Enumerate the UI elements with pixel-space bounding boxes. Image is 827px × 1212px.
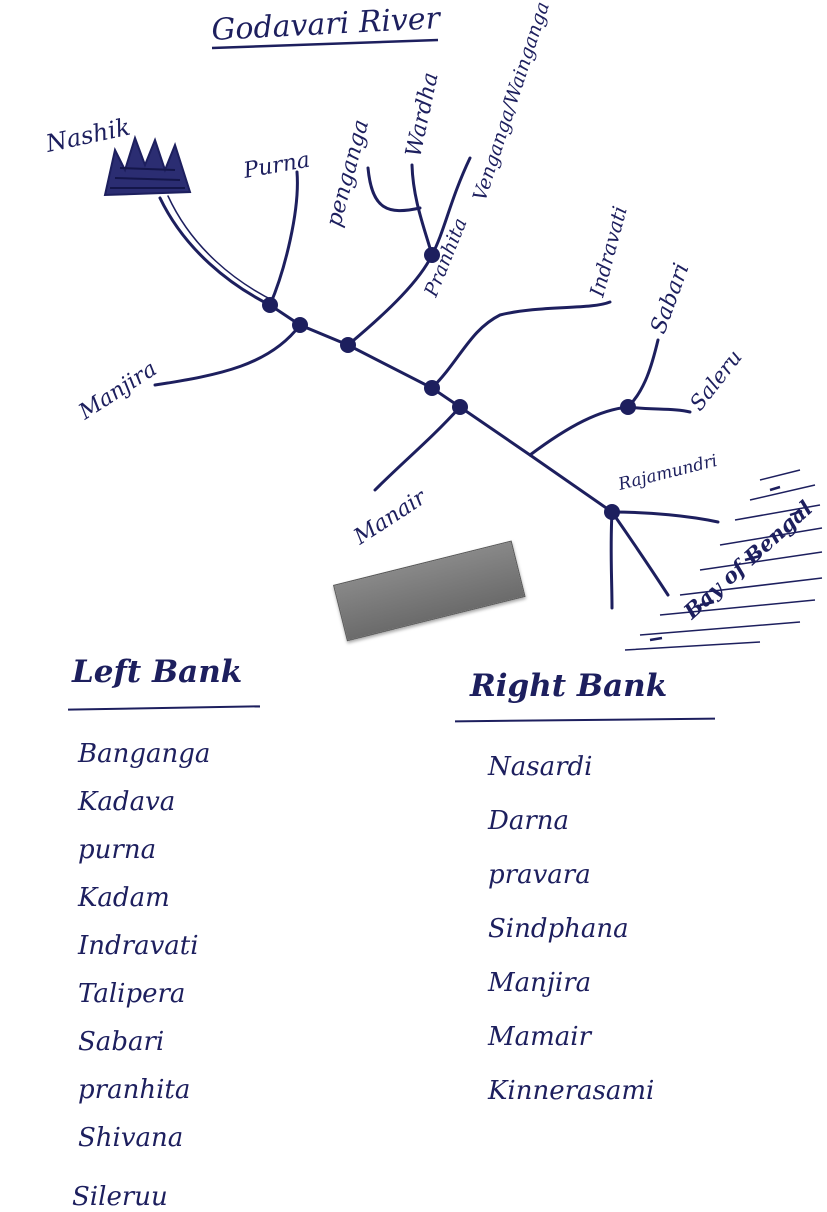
list-item: Talipera xyxy=(78,979,186,1009)
list-item: Sindphana xyxy=(488,914,629,944)
sabari-upper-channel xyxy=(626,338,660,409)
title-underline xyxy=(211,38,439,50)
list-item: purna xyxy=(78,835,157,865)
saleru-channel xyxy=(626,405,692,414)
delta-channel-3 xyxy=(610,510,720,524)
river-channels xyxy=(153,156,720,610)
label-purna: Purna xyxy=(241,148,312,184)
list-item: Manjira xyxy=(488,968,592,998)
confluence-point xyxy=(340,337,356,353)
confluence-point xyxy=(424,380,440,396)
list-item: Kinnerasami xyxy=(488,1076,655,1106)
label-sabari: Sabari xyxy=(646,260,694,337)
cut-off-list-item: Sileruu xyxy=(72,1182,168,1212)
godavari-river-map: Godavari River xyxy=(42,0,823,651)
label-venganga: Venganga/Wainganga xyxy=(469,0,554,204)
list-item: Kadava xyxy=(78,787,176,817)
list-item: Nasardi xyxy=(488,752,593,782)
confluence-point xyxy=(452,399,468,415)
delta-channel-1 xyxy=(609,510,614,610)
label-indravati: Indravati xyxy=(584,204,631,301)
label-penganga: penganga xyxy=(322,117,375,230)
sabari-channel xyxy=(528,405,630,457)
label-bay-of-bengal: Bay of Bengal xyxy=(678,495,817,624)
right-bank-list: Nasardi Darna pravara Sindphana Manjira … xyxy=(488,740,654,1118)
sea-hatching xyxy=(624,469,823,651)
godavari-main-channel xyxy=(158,196,614,514)
list-item: Sabari xyxy=(78,1027,165,1057)
delta-channel-2 xyxy=(610,510,670,597)
confluence-point xyxy=(262,297,278,313)
godavari-main-channel-edge xyxy=(167,195,277,303)
label-nashik: Nashik xyxy=(42,113,132,158)
list-item: Darna xyxy=(488,806,570,836)
list-item: pranhita xyxy=(78,1075,191,1105)
confluence-point xyxy=(604,504,620,520)
manjira-channel xyxy=(153,323,302,387)
mountain-icon xyxy=(103,134,192,197)
confluence-point xyxy=(620,399,636,415)
label-manair: Manair xyxy=(349,484,432,550)
list-item: Indravati xyxy=(78,931,199,961)
list-item: Kadam xyxy=(78,883,170,913)
label-saleru: Saleru xyxy=(685,345,747,415)
confluence-points xyxy=(262,247,636,520)
right-bank-underline xyxy=(454,717,716,723)
confluence-point xyxy=(424,247,440,263)
indravati-channel xyxy=(430,300,612,390)
label-wardha: Wardha xyxy=(401,70,443,159)
right-bank-title: Right Bank xyxy=(470,668,668,704)
label-rajamundri: Rajamundri xyxy=(615,451,719,495)
venganga-channel xyxy=(430,156,472,257)
list-item: pravara xyxy=(488,860,591,890)
pranhita-channel xyxy=(346,253,434,347)
left-bank-underline xyxy=(67,705,261,711)
purna-channel xyxy=(268,170,299,307)
left-bank-title: Left Bank xyxy=(72,654,243,690)
confluence-point xyxy=(292,317,308,333)
label-manjira: Manjira xyxy=(74,357,162,426)
list-item: Mamair xyxy=(488,1022,592,1052)
penganga-channel xyxy=(366,166,422,213)
list-item: Banganga xyxy=(78,739,211,769)
manair-channel xyxy=(373,405,462,492)
list-item: Shivana xyxy=(78,1123,184,1153)
left-bank-list: Banganga Kadava purna Kadam Indravati Ta… xyxy=(78,730,210,1162)
